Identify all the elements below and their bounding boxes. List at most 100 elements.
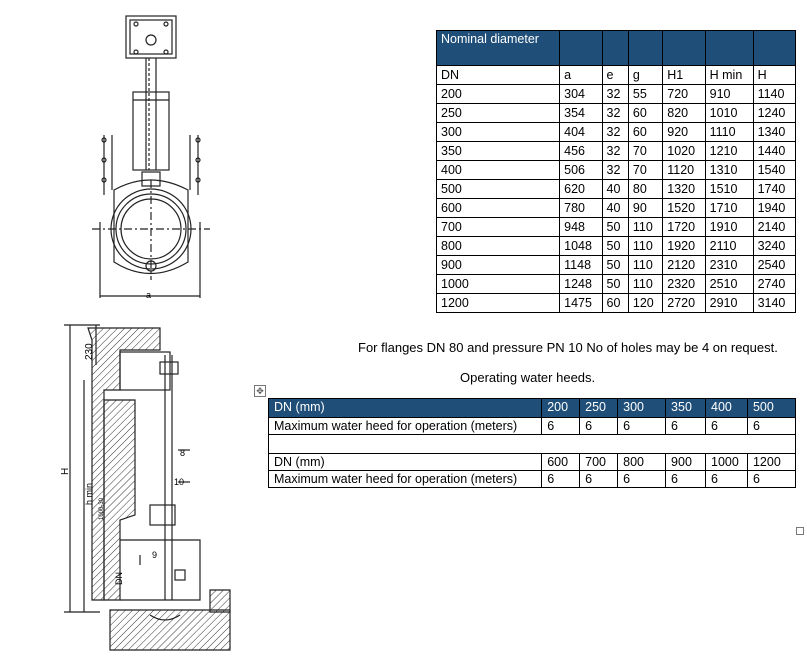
heed-label[interactable]: DN (mm): [267, 453, 543, 471]
table-cell: 1240: [752, 103, 797, 123]
heed-value[interactable]: 700: [579, 453, 619, 471]
table-cell: 1720: [662, 217, 706, 237]
column-header: g: [627, 65, 664, 85]
heed-value[interactable]: 6: [665, 417, 706, 435]
table-cell: 1110: [704, 122, 754, 142]
header-band-cell: [627, 30, 664, 66]
table-cell: 354: [559, 103, 603, 123]
heed-value[interactable]: 800: [617, 453, 667, 471]
table-cell: 1740: [752, 179, 797, 199]
table-cell: 2540: [752, 255, 797, 275]
heed-value[interactable]: 6: [665, 470, 706, 488]
heed-label[interactable]: Maximum water heed for operation (meters…: [267, 417, 543, 435]
table-cell: 2740: [752, 274, 797, 294]
column-header: DN: [435, 65, 561, 85]
heed-blank-cell[interactable]: [268, 434, 796, 454]
heed-value[interactable]: 6: [746, 417, 797, 435]
side-dimension-hmin: h min: [84, 483, 94, 505]
table-cell: 1920: [662, 236, 706, 256]
table-cell: 800: [435, 236, 561, 256]
heed-value[interactable]: 6: [705, 417, 748, 435]
table-cell: 1248: [559, 274, 603, 294]
table-cell: 1210: [704, 141, 754, 161]
table-cell: 40: [601, 198, 629, 218]
heed-value[interactable]: 250: [579, 398, 619, 418]
column-header: H1: [662, 65, 706, 85]
table-cell: 32: [601, 122, 629, 142]
table-cell: 32: [601, 103, 629, 123]
table-cell: 2320: [662, 274, 706, 294]
heed-value[interactable]: 600: [541, 453, 581, 471]
front-dimension-a: a: [146, 290, 151, 300]
heed-value[interactable]: 500: [746, 398, 797, 418]
table-cell: 32: [601, 160, 629, 180]
table-cell: 1120: [662, 160, 706, 180]
table-cell: 70: [627, 160, 664, 180]
table-cell: 304: [559, 84, 603, 104]
move-handle-icon[interactable]: ✥: [254, 385, 266, 397]
heed-value[interactable]: 6: [541, 470, 581, 488]
heed-value[interactable]: 6: [579, 417, 619, 435]
heed-value[interactable]: 200: [541, 398, 581, 418]
heed-value[interactable]: 900: [665, 453, 706, 471]
table-cell: 1910: [704, 217, 754, 237]
dimension-table-header-band: Nominal diameter: [435, 30, 797, 66]
table-cell: 1320: [662, 179, 706, 199]
table-cell: 50: [601, 274, 629, 294]
table-cell: 110: [627, 255, 664, 275]
table-cell: 350: [435, 141, 561, 161]
heed-row-blank: [268, 434, 796, 454]
table-cell: 1340: [752, 122, 797, 142]
header-band-cell: [662, 30, 706, 66]
table-cell: 110: [627, 274, 664, 294]
heed-value[interactable]: 6: [579, 470, 619, 488]
heed-value[interactable]: 300: [617, 398, 667, 418]
table-cell: 780: [559, 198, 603, 218]
table-cell: 920: [662, 122, 706, 142]
heed-value[interactable]: 350: [665, 398, 706, 418]
dimension-table: Nominal diameter DN a e g H1 H min H 200…: [435, 30, 797, 313]
table-cell: 250: [435, 103, 561, 123]
heed-value[interactable]: 6: [617, 470, 667, 488]
heed-value[interactable]: 400: [705, 398, 748, 418]
table-cell: 1710: [704, 198, 754, 218]
side-dimension-H: H: [60, 468, 71, 475]
dimension-table-column-headers: DN a e g H1 H min H: [435, 65, 797, 85]
table-cell: 50: [601, 236, 629, 256]
flange-note: For flanges DN 80 and pressure PN 10 No …: [358, 340, 778, 355]
table-cell: 60: [627, 103, 664, 123]
heed-value[interactable]: 1000: [705, 453, 748, 471]
heed-label[interactable]: DN (mm): [267, 398, 543, 418]
column-header: e: [601, 65, 629, 85]
table-cell: 900: [435, 255, 561, 275]
heed-value[interactable]: 1200: [746, 453, 797, 471]
heed-value[interactable]: 6: [617, 417, 667, 435]
heed-label[interactable]: Maximum water heed for operation (meters…: [267, 470, 543, 488]
table-cell: 2510: [704, 274, 754, 294]
table-cell: 200: [435, 84, 561, 104]
table-cell: 70: [627, 141, 664, 161]
table-cell: 2110: [704, 236, 754, 256]
column-header: H min: [704, 65, 754, 85]
heed-row-dn-2: DN (mm) 600 700 800 900 1000 1200: [267, 453, 797, 471]
header-band-cell: [752, 30, 797, 66]
table-cell: 948: [559, 217, 603, 237]
heed-value[interactable]: 6: [746, 470, 797, 488]
heed-row-max-2: Maximum water heed for operation (meters…: [267, 470, 797, 488]
resize-handle-icon[interactable]: [796, 527, 804, 535]
header-band-cell: [704, 30, 754, 66]
table-cell: 2720: [662, 293, 706, 313]
header-band-cell: [559, 30, 603, 66]
heed-value[interactable]: 6: [705, 470, 748, 488]
table-cell: 1200: [435, 293, 561, 313]
table-cell: 110: [627, 236, 664, 256]
heed-value[interactable]: 6: [541, 417, 581, 435]
